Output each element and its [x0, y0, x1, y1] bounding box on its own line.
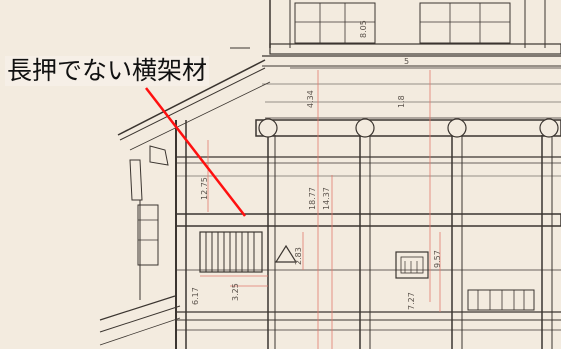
dim-5: 5: [404, 57, 409, 66]
triangle-mark: [274, 244, 298, 263]
annotation-label: 長押でない横架材: [5, 56, 210, 86]
left-eave-and-roof: [99, 59, 271, 346]
dim-4-34: 4.34: [306, 90, 315, 108]
bottom-railing: [467, 289, 535, 311]
dimension-texts: 8.05 5 4.34 1.8 12.75 18.77 14.37 2.83 9…: [191, 20, 442, 310]
dim-8-05: 8.05: [359, 20, 368, 38]
dim-2-83: 2.83: [294, 247, 303, 265]
dim-3-25: 3.25: [231, 283, 240, 301]
dim-14-37: 14.37: [322, 187, 331, 210]
dim-7-27: 7.27: [407, 292, 416, 310]
plaque-window: [395, 251, 429, 279]
dim-12-75: 12.75: [200, 177, 209, 200]
red-dimension-lines: [200, 70, 441, 349]
lattice-window: [199, 231, 263, 273]
main-frame-posts: [175, 120, 553, 349]
beams: [175, 118, 561, 331]
upper-storey: [230, 0, 561, 119]
dim-6-17: 6.17: [191, 287, 200, 305]
dim-1-8: 1.8: [397, 95, 406, 108]
dim-9-57: 9.57: [433, 250, 442, 268]
annotation-pointer-line: [145, 87, 246, 217]
dim-18-77: 18.77: [308, 187, 317, 210]
